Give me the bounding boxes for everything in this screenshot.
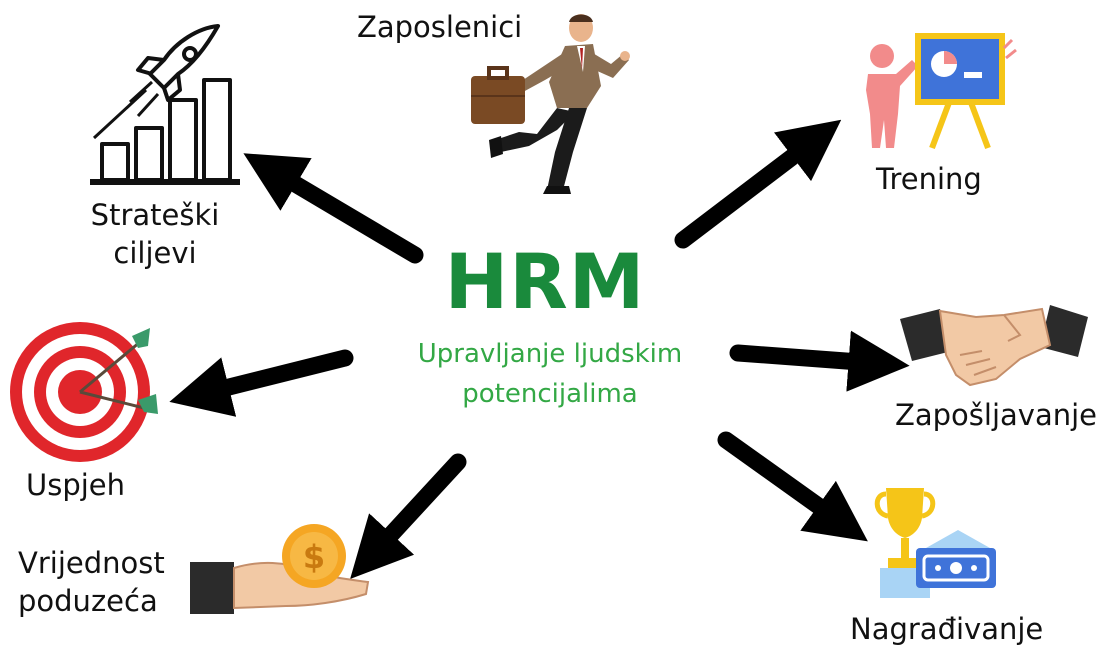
arrow-to-hiring: [729, 330, 910, 392]
rocket-growth-chart-icon: [90, 24, 240, 185]
arrow-to-company-value: [350, 453, 467, 579]
company-value-label: Vrijednost poduzeća: [18, 544, 165, 620]
handshake-icon: [900, 305, 1088, 387]
arrow-to-success: [169, 349, 354, 417]
arrow-to-training: [674, 119, 842, 249]
rewarding-label: Nagrađivanje: [850, 612, 1044, 646]
company-value-line1: Vrijednost: [18, 546, 165, 580]
training-label: Trening: [876, 162, 982, 196]
strategic-goals-label: Strateški ciljevi: [90, 196, 220, 272]
success-label: Uspjeh: [26, 468, 126, 502]
hrm-subtitle-line2: potencijalima: [462, 379, 638, 409]
employees-label: Zaposlenici: [357, 10, 523, 44]
hrm-subtitle: Upravljanje ljudskim potencijalima: [370, 334, 730, 414]
hrm-title: HRM: [444, 237, 646, 326]
svg-text:$: $: [303, 538, 325, 576]
presenter-board-icon: [866, 33, 1017, 150]
strategic-goals-line2: ciljevi: [113, 236, 197, 270]
running-businessman-icon: [471, 14, 630, 194]
arrow-to-strategic-goals: [243, 153, 424, 264]
target-arrows-icon: [10, 322, 158, 462]
hand-coin-icon: $: [190, 524, 370, 614]
arrow-to-rewarding: [717, 431, 868, 542]
company-value-line2: poduzeća: [18, 584, 158, 618]
trophy-money-icon: [874, 488, 996, 598]
hiring-label: Zapošljavanje: [895, 398, 1097, 432]
hrm-subtitle-line1: Upravljanje ljudskim: [417, 339, 683, 369]
strategic-goals-line1: Strateški: [90, 198, 220, 232]
